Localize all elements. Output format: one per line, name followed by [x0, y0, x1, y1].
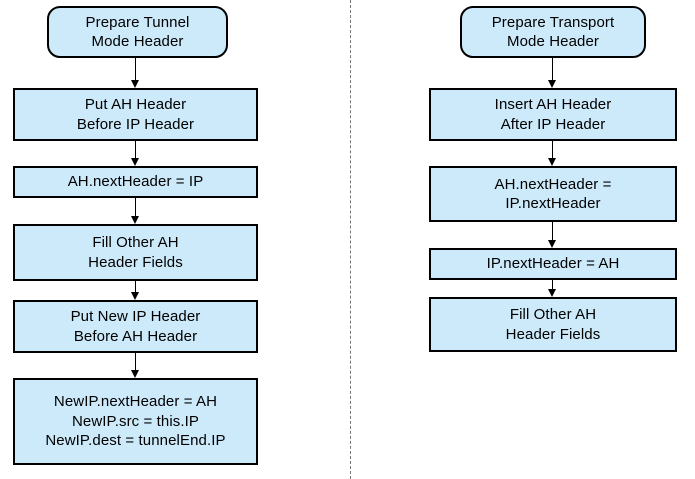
node-label: Prepare Tunnel Mode Header — [85, 13, 190, 51]
node-newip-assignments[interactable]: NewIP.nextHeader = AH NewIP.src = this.I… — [13, 378, 258, 465]
node-ah-nextheader-equals-ip-nextheader[interactable]: AH.nextHeader = IP.nextHeader — [429, 166, 677, 222]
node-fill-other-ah-header-fields[interactable]: Fill Other AH Header Fields — [429, 297, 677, 352]
node-insert-ah-header-after-ip-header[interactable]: Insert AH Header After IP Header — [429, 88, 677, 141]
node-fill-other-ah-header-fields[interactable]: Fill Other AH Header Fields — [13, 224, 258, 281]
node-label: IP.nextHeader = AH — [486, 255, 620, 273]
node-label: Put AH Header Before IP Header — [76, 96, 195, 133]
node-label: Insert AH Header After IP Header — [494, 96, 612, 133]
node-label: AH.nextHeader = IP — [67, 173, 204, 191]
node-label: Fill Other AH Header Fields — [88, 234, 183, 271]
node-ah-nextheader-equals-ip[interactable]: AH.nextHeader = IP — [13, 166, 258, 198]
node-label: Prepare Transport Mode Header — [491, 13, 615, 51]
node-prepare-tunnel-mode-header[interactable]: Prepare Tunnel Mode Header — [47, 6, 228, 58]
node-label: Put New IP Header Before AH Header — [70, 308, 201, 345]
node-label: Fill Other AH Header Fields — [505, 306, 601, 343]
node-put-new-ip-header-before-ah-header[interactable]: Put New IP Header Before AH Header — [13, 300, 258, 353]
node-ip-nextheader-equals-ah[interactable]: IP.nextHeader = AH — [429, 248, 677, 280]
node-put-ah-header-before-ip-header[interactable]: Put AH Header Before IP Header — [13, 88, 258, 141]
node-label: NewIP.nextHeader = AH NewIP.src = this.I… — [45, 393, 226, 450]
node-label: AH.nextHeader = IP.nextHeader — [494, 175, 612, 213]
node-prepare-transport-mode-header[interactable]: Prepare Transport Mode Header — [460, 6, 646, 58]
vertical-dashed-divider — [350, 0, 351, 479]
